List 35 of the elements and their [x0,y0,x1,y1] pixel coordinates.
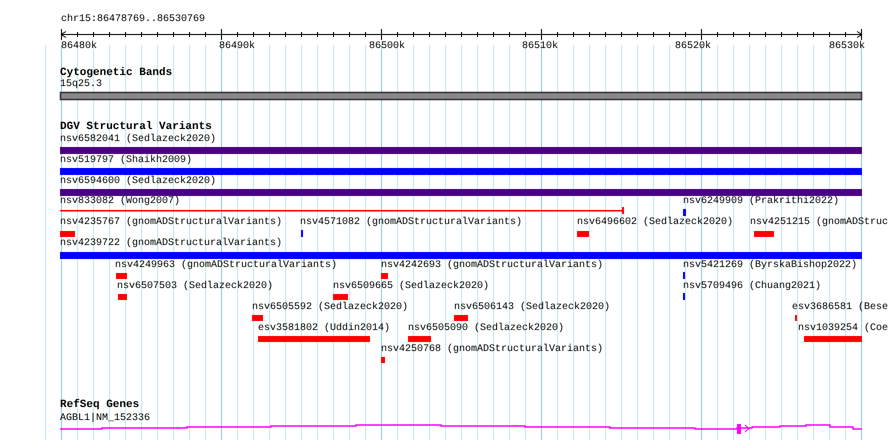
variant-label: nsv6594600 (Sedlazeck2020) [60,176,216,188]
variant-label: nsv6507503 (Sedlazeck2020) [117,281,274,293]
variant-label: nsv4235767 (gnomADStructuralVariants) [60,217,282,229]
variant-label: nsv6582041 (Sedlazeck2020) [60,134,216,146]
axis-tick-label: 86500k [369,41,406,53]
variant-label: nsv5421269 (ByrskaBishop2022) [683,260,858,272]
gene-label: AGBL1|NM_152336 [60,413,150,425]
variant-label: nsv6506143 (Sedlazeck2020) [454,302,610,314]
axis-tick-label: 86510k [522,41,558,53]
variant-label: esv3581802 (Uddin2014) [258,323,390,335]
band-label: 15q25.3 [60,79,102,91]
variant-label: nsv6505090 (Sedlazeck2020) [408,323,564,335]
locus-label: chr15:86478769..86530769 [61,14,206,26]
variant-label: nsv4249963 (gnomADStructuralVariants) [115,260,338,272]
variant-label: nsv4251215 (gnomADStruc [750,217,888,229]
variant-label: nsv4250768 (gnomADStructuralVariants) [381,344,604,356]
variant-label: nsv519797 (Shaikh2009) [60,155,192,167]
axis-tick-label: 86530k [829,41,866,53]
variant-label: nsv833082 (Wong2007) [60,196,180,208]
track-heading: Cytogenetic Bands [60,67,172,79]
axis-tick-label: 86520k [675,41,712,53]
variant-label: nsv6509665 (Sedlazeck2020) [333,281,490,293]
variant-label: nsv5709496 (Chuang2021) [683,281,822,293]
track-heading: RefSeq Genes [60,399,140,411]
axis-tick-label: 86480k [61,41,98,53]
variant-label: esv3686581 (Bese [792,302,888,314]
variant-label: nsv4239722 (gnomADStructuralVariants) [60,238,282,250]
axis-tick-label: 86490k [219,41,256,53]
variant-label: nsv6249909 (Prakrithi2022) [683,196,840,208]
variant-label: nsv6496602 (Sedlazeck2020) [577,217,734,229]
variant-label: nsv6505592 (Sedlazeck2020) [252,302,408,314]
variant-label: nsv4242693 (gnomADStructuralVariants) [381,260,604,272]
variant-label: nsv1039254 (Coe [798,323,888,335]
variant-label: nsv4571082 (gnomADStructuralVariants) [300,217,522,229]
track-heading: DGV Structural Variants [60,121,212,133]
